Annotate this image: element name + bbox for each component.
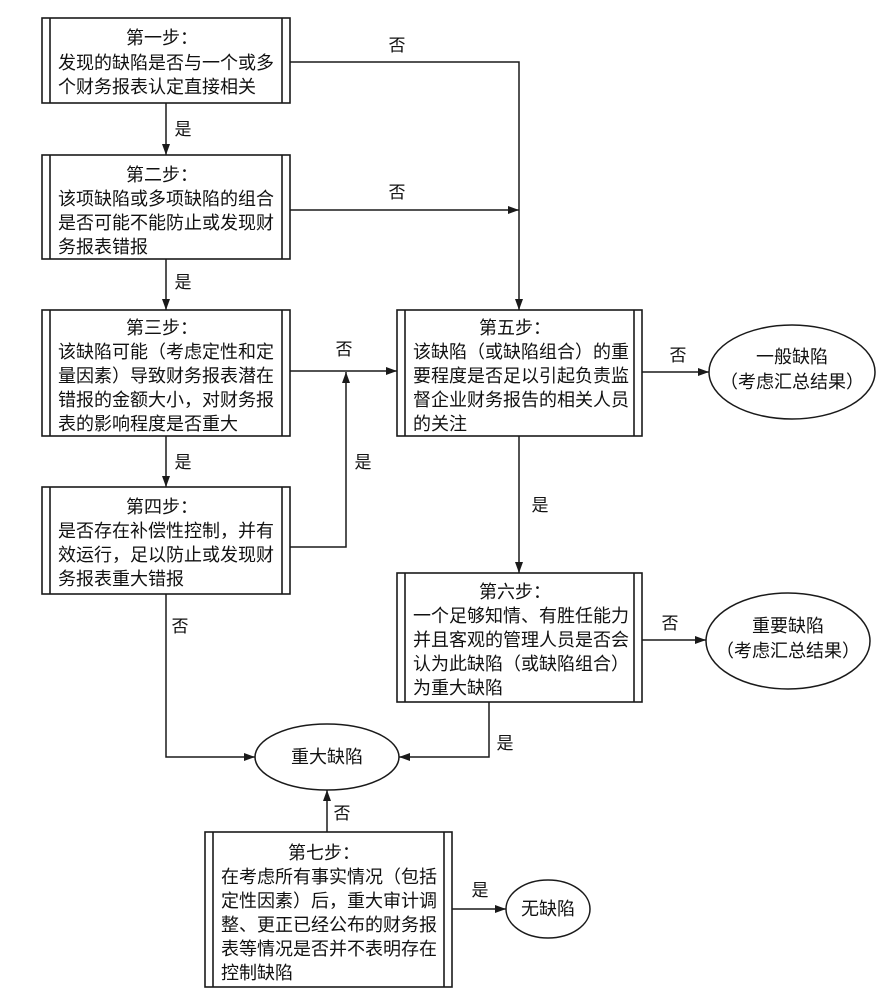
step5-line: 督企业财务报告的相关人员	[413, 390, 629, 411]
edge-label-step7-yes: 是	[472, 881, 489, 901]
step1-line: 个财务报表认定直接相关	[58, 77, 256, 98]
step3-box: 第三步： 该缺陷可能（考虑定性和定 量因素）导致财务报表潜在 错报的金额大小，对…	[41, 309, 291, 437]
step1-box: 第一步： 发现的缺陷是否与一个或多 个财务报表认定直接相关	[41, 17, 291, 104]
material-weakness-ellipse	[254, 723, 400, 791]
step7-title: 第七步：	[288, 843, 360, 864]
edge-label-step7-no: 否	[334, 804, 351, 824]
edge-label-step6-no: 否	[662, 614, 679, 634]
step4-frame	[41, 486, 291, 595]
step5-frame	[396, 309, 643, 437]
edge-label-step2-yes: 是	[175, 273, 192, 293]
step2-frame	[41, 154, 291, 260]
edge-label-step2-no: 否	[389, 183, 406, 203]
step6-line: 认为此缺陷（或缺陷组合）	[413, 654, 629, 675]
edge-labels: 是 否 否 是 否 是 是 否 否 是 否 是 否 是	[172, 36, 687, 901]
edge-label-step6-yes: 是	[497, 734, 514, 754]
significant-deficiency-note: （考虑汇总结果）	[716, 641, 860, 662]
no-deficiency-ellipse	[505, 879, 591, 939]
step1-line: 发现的缺陷是否与一个或多	[58, 53, 274, 74]
edge-label-step1-no: 否	[389, 36, 406, 56]
step3-frame	[41, 309, 291, 437]
edge-label-step3-no: 否	[336, 340, 353, 360]
significant-deficiency-label: 重要缺陷	[752, 616, 824, 637]
step2-title: 第二步：	[126, 165, 198, 186]
step7-line: 控制缺陷	[221, 963, 293, 984]
step4-title: 第四步：	[126, 497, 198, 518]
step2-line: 务报表错报	[58, 237, 148, 258]
step3-line: 量因素）导致财务报表潜在	[58, 366, 274, 387]
edge-label-step3-yes: 是	[175, 453, 192, 473]
step1-frame	[41, 17, 291, 104]
step7-line: 整、更正已经公布的财务报	[221, 915, 437, 936]
step5-line: 要程度是否足以引起负责监	[413, 366, 629, 387]
step3-line: 该缺陷可能（考虑定性和定	[58, 342, 274, 363]
general-deficiency-ellipse	[708, 324, 876, 420]
step7-box: 第七步： 在考虑所有事实情况（包括 定性因素）后，重大审计调 整、更正已经公布的…	[204, 831, 453, 988]
step7-line: 表等情况是否并不表明存在	[221, 939, 437, 960]
edge-step4-no	[165, 594, 255, 761]
significant-deficiency-ellipse	[705, 592, 871, 690]
edge-label-step5-no: 否	[670, 346, 687, 366]
connectors	[162, 61, 709, 913]
general-deficiency-label: 一般缺陷	[756, 347, 828, 368]
step6-frame	[396, 572, 643, 703]
step2-box: 第二步： 该项缺陷或多项缺陷的组合 是否可能不能防止或发现财 务报表错报	[41, 154, 291, 260]
step2-line: 是否可能不能防止或发现财	[58, 213, 274, 234]
outcome-no-deficiency: 无缺陷	[505, 879, 591, 939]
step3-line: 表的影响程度是否重大	[58, 414, 238, 435]
general-deficiency-note: （考虑汇总结果）	[720, 372, 864, 393]
step7-frame	[204, 831, 453, 988]
edge-step4-yes	[290, 372, 350, 548]
step4-line: 效运行，足以防止或发现财	[58, 545, 274, 566]
step6-box: 第六步： 一个足够知情、有胜任能力 并且客观的管理人员是否会 认为此缺陷（或缺陷…	[396, 572, 643, 703]
step6-line: 为重大缺陷	[413, 678, 503, 699]
step6-line: 并且客观的管理人员是否会	[413, 630, 629, 651]
step2-line: 该项缺陷或多项缺陷的组合	[58, 189, 274, 210]
step5-line: 的关注	[413, 414, 467, 435]
step3-title: 第三步：	[126, 318, 198, 339]
outcome-significant-deficiency: 重要缺陷 （考虑汇总结果）	[705, 592, 871, 690]
step4-box: 第四步： 是否存在补偿性控制，并有 效运行，足以防止或发现财 务报表重大错报	[41, 486, 291, 595]
edge-label-step4-no: 否	[172, 617, 189, 637]
step4-line: 务报表重大错报	[58, 569, 184, 590]
outcome-general-deficiency: 一般缺陷 （考虑汇总结果）	[708, 324, 876, 420]
edge-step1-no	[290, 61, 523, 310]
step6-line: 一个足够知情、有胜任能力	[413, 606, 629, 627]
step5-line: 该缺陷（或缺陷组合）的重	[413, 342, 629, 363]
step5-box: 第五步： 该缺陷（或缺陷组合）的重 要程度是否足以引起负责监 督企业财务报告的相…	[396, 309, 643, 437]
outcome-material-weakness: 重大缺陷	[254, 723, 400, 791]
step7-line: 定性因素）后，重大审计调	[221, 891, 437, 912]
edge-label-step5-yes: 是	[532, 496, 549, 516]
edge-label-step1-yes: 是	[175, 120, 192, 140]
edge-step6-yes	[399, 702, 490, 761]
step1-title: 第一步：	[126, 28, 198, 49]
no-deficiency-label: 无缺陷	[521, 899, 575, 920]
step4-line: 是否存在补偿性控制，并有	[58, 521, 274, 542]
step3-line: 错报的金额大小，对财务报	[58, 390, 274, 411]
edge-label-step4-yes: 是	[355, 453, 372, 473]
material-weakness-label: 重大缺陷	[291, 747, 363, 768]
step7-line: 在考虑所有事实情况（包括	[221, 867, 437, 888]
step6-title: 第六步：	[479, 582, 551, 603]
step5-title: 第五步：	[479, 318, 551, 339]
